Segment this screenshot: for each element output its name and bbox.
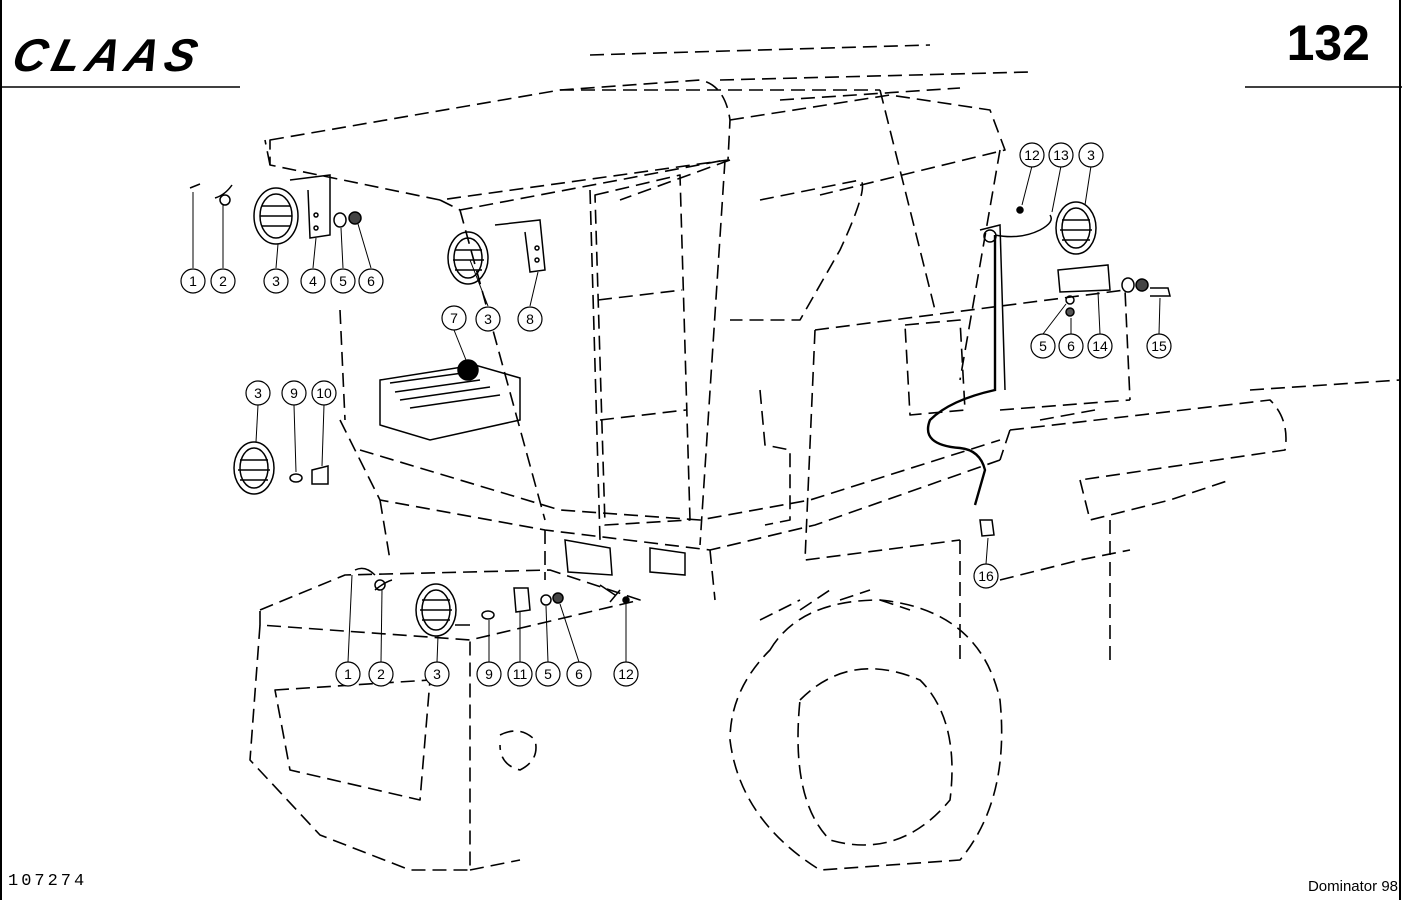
- callout-text: 11: [513, 666, 528, 682]
- callout-7: 7: [441, 305, 467, 331]
- callout-3e: 3: [1078, 142, 1104, 168]
- callout-labels: 1 2 3 4 5 6 3 8 7 3 9 10 1 2 3 9 11 5 6 …: [180, 142, 1172, 687]
- callout-9a: 9: [281, 380, 307, 406]
- callout-text: 3: [433, 666, 441, 682]
- callout-6b: 6: [566, 661, 592, 687]
- callout-3b: 3: [475, 306, 501, 332]
- callout-2a: 2: [210, 268, 236, 294]
- work-lamp-side-left: [233, 441, 275, 495]
- callout-text: 6: [1067, 338, 1075, 354]
- callout-text: 12: [1024, 147, 1040, 163]
- callout-text: 8: [526, 311, 534, 327]
- callout-text: 2: [377, 666, 385, 682]
- callout-6c: 6: [1058, 333, 1084, 359]
- callout-2b: 2: [368, 661, 394, 687]
- callout-text: 6: [367, 273, 375, 289]
- callout-text: 9: [485, 666, 493, 682]
- callout-3d: 3: [424, 661, 450, 687]
- callout-3a: 3: [263, 268, 289, 294]
- engine-cover: [904, 319, 966, 416]
- callout-12b: 12: [1019, 142, 1045, 168]
- callout-13: 13: [1048, 142, 1074, 168]
- callout-text: 4: [309, 273, 317, 289]
- callout-text: 3: [1087, 147, 1095, 163]
- callout-text: 3: [272, 273, 280, 289]
- platform-rail: [339, 419, 1001, 551]
- callout-text: 1: [189, 273, 197, 289]
- lamp-bracket-8: [494, 219, 546, 273]
- callout-text: 16: [978, 568, 994, 584]
- callout-5c: 5: [1030, 333, 1056, 359]
- callout-11: 11: [507, 661, 533, 687]
- callout-1b: 1: [335, 661, 361, 687]
- callout-16: 16: [973, 563, 999, 589]
- callout-5a: 5: [330, 268, 356, 294]
- grain-tank: [1009, 399, 1287, 481]
- callout-3c: 3: [245, 380, 271, 406]
- lamp-cable: [926, 235, 997, 506]
- model-name: Dominator 98: [1307, 878, 1398, 895]
- callout-8: 8: [517, 306, 543, 332]
- callout-text: 5: [339, 273, 347, 289]
- callout-10: 10: [311, 380, 337, 406]
- callout-text: 1: [344, 666, 352, 682]
- callout-text: 5: [544, 666, 552, 682]
- work-lamp-cab-left: [253, 187, 299, 245]
- callout-6a: 6: [358, 268, 384, 294]
- lamp-bracket-4: [289, 174, 331, 239]
- cab-roof-outline: [269, 79, 731, 201]
- rotating-beacon: [457, 359, 479, 381]
- callout-text: 3: [484, 311, 492, 327]
- drawing-number: 107274: [8, 872, 88, 891]
- work-lamp-front: [415, 583, 457, 637]
- callout-text: 7: [450, 310, 458, 326]
- page-number: 132: [1286, 15, 1370, 71]
- callout-text: 12: [618, 666, 634, 682]
- callout-text: 6: [575, 666, 583, 682]
- callout-text: 9: [290, 385, 298, 401]
- callout-15: 15: [1146, 333, 1172, 359]
- callout-4: 4: [300, 268, 326, 294]
- callout-1a: 1: [180, 268, 206, 294]
- rear-wheel: [729, 599, 1003, 871]
- callout-text: 14: [1092, 338, 1108, 354]
- callout-text: 10: [316, 385, 332, 401]
- callout-9b: 9: [476, 661, 502, 687]
- callout-text: 13: [1053, 147, 1069, 163]
- lamp-bracket-14: [1057, 264, 1111, 293]
- work-lamp-cab-center: [447, 231, 489, 285]
- work-lamp-right: [1055, 201, 1097, 255]
- callout-14: 14: [1087, 333, 1113, 359]
- callout-text: 3: [254, 385, 262, 401]
- callout-text: 5: [1039, 338, 1047, 354]
- callout-text: 2: [219, 273, 227, 289]
- cab-door-frame: [594, 174, 691, 526]
- callout-5b: 5: [535, 661, 561, 687]
- callout-text: 15: [1151, 338, 1167, 354]
- callout-12a: 12: [613, 661, 639, 687]
